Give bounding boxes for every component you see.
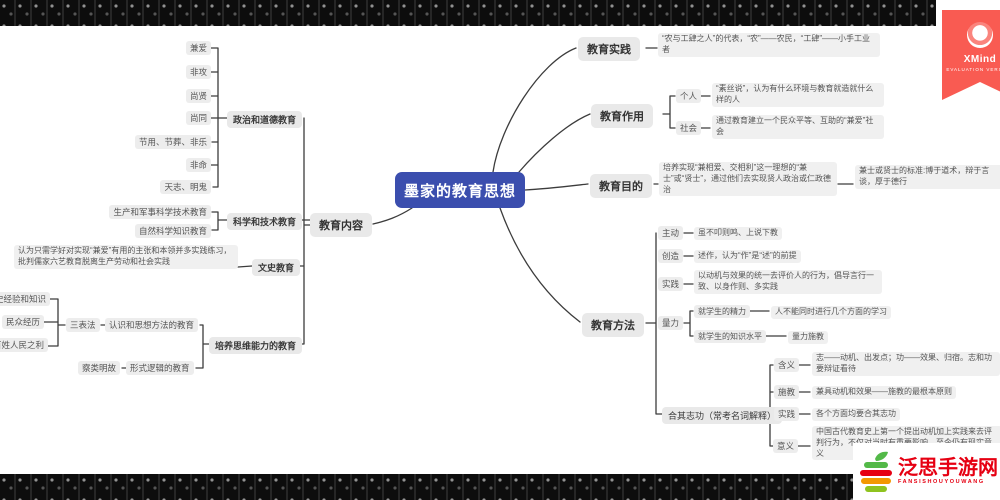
leaf-teach-desc[interactable]: 兼具动机和效果——施教的最根本原则 bbox=[812, 386, 956, 399]
label-create[interactable]: 创造 bbox=[658, 249, 684, 263]
leaf-meaning-desc[interactable]: 志——动机、出发点；功——效果、归宿。志和功要辩证看待 bbox=[812, 352, 1000, 376]
site-watermark: 泛思手游网 FANSISHOUYOUWANG bbox=[853, 443, 1000, 500]
leaf-people-experience[interactable]: 民众经历 bbox=[1, 315, 44, 329]
xmind-logo-icon bbox=[967, 22, 993, 48]
label-personal[interactable]: 个人 bbox=[676, 89, 702, 103]
leaf-student-energy-desc[interactable]: 人不能同时进行几个方面的学习 bbox=[771, 306, 891, 319]
label-student-knowledge[interactable]: 就学生的知识水平 bbox=[694, 330, 766, 343]
branch-education-content[interactable]: 教育内容 bbox=[310, 213, 372, 237]
label-hzg-practice[interactable]: 实践 bbox=[774, 407, 800, 421]
leaf-shangtong[interactable]: 尚同 bbox=[185, 111, 211, 125]
leaf-active-desc[interactable]: 虽不叩则鸣、上说下教 bbox=[694, 227, 782, 240]
label-meaning[interactable]: 含义 bbox=[774, 358, 800, 372]
subtopic-literature-history-education[interactable]: 文史教育 bbox=[252, 259, 301, 276]
site-logo-icon bbox=[860, 451, 892, 492]
leaf-tianzhi[interactable]: 天志、明鬼 bbox=[160, 180, 211, 194]
label-method-practice[interactable]: 实践 bbox=[658, 277, 684, 291]
leaf-create-desc[interactable]: 述作，认为“作”是“述”的前提 bbox=[694, 250, 801, 263]
leaf-social-desc[interactable]: 通过教育建立一个民众平等、互助的“兼爱”社会 bbox=[712, 115, 884, 139]
leaf-practice-desc[interactable]: “农与工肆之人”的代表，“农”——农民，“工肆”——小手工业者 bbox=[658, 33, 880, 57]
label-student-energy[interactable]: 就学生的精力 bbox=[694, 305, 750, 318]
xmind-badge-name: XMind bbox=[963, 54, 997, 65]
leaf-history-experience[interactable]: 历史经验和知识 bbox=[0, 292, 50, 306]
subtopic-thinking-ability-education[interactable]: 培养思维能力的教育 bbox=[209, 337, 303, 354]
node-sanbiaofa[interactable]: 三表法 bbox=[66, 318, 100, 332]
subtopic-formal-logic-education[interactable]: 形式逻辑的教育 bbox=[126, 361, 194, 375]
subtopic-science-tech-education[interactable]: 科学和技术教育 bbox=[227, 213, 303, 230]
leaf-feigong[interactable]: 非攻 bbox=[185, 65, 211, 79]
leaf-military-science[interactable]: 生产和军事科学技术教育 bbox=[109, 205, 211, 219]
branch-education-practice[interactable]: 教育实践 bbox=[578, 37, 640, 61]
leaf-liberal-desc[interactable]: 认为只需学好对实现“兼爱”有用的主张和本领并多实践练习，批判儒家六艺教育脱离生产… bbox=[14, 245, 238, 269]
branch-education-function[interactable]: 教育作用 bbox=[591, 104, 653, 128]
branch-education-purpose[interactable]: 教育目的 bbox=[590, 174, 652, 198]
leaf-jianai[interactable]: 兼爱 bbox=[185, 41, 211, 55]
label-active[interactable]: 主动 bbox=[658, 226, 684, 240]
leaf-scholar-standard[interactable]: 兼士或贤士的标准:博于道术，辩于言谈，厚于德行 bbox=[855, 165, 1000, 189]
label-significance[interactable]: 意义 bbox=[773, 439, 799, 453]
label-teach[interactable]: 施教 bbox=[774, 385, 800, 399]
subtopic-cognition-method-education[interactable]: 认识和思想方法的教育 bbox=[105, 318, 199, 332]
leaf-feiming[interactable]: 非命 bbox=[185, 158, 211, 172]
xmind-trial-badge: XMind Evaluation Version bbox=[942, 10, 1000, 100]
top-decorative-border bbox=[0, 0, 936, 26]
leaf-student-knowledge-desc[interactable]: 量力施教 bbox=[788, 331, 828, 344]
subtopic-hezhigong[interactable]: 合其志功（常考名词解释） bbox=[662, 407, 783, 424]
leaf-jieyong[interactable]: 节用、节葬、非乐 bbox=[134, 135, 211, 149]
bottom-decorative-border bbox=[0, 474, 853, 500]
leaf-purpose-desc[interactable]: 培养实现“兼相爱、交相利”这一理想的“兼士”或“贤士”，通过他们去实现贤人政治或… bbox=[659, 162, 837, 197]
site-watermark-sub: FANSISHOUYOUWANG bbox=[898, 478, 985, 485]
site-watermark-name: 泛思手游网 bbox=[898, 456, 998, 479]
node-chalei-minggu[interactable]: 察类明故 bbox=[78, 361, 121, 375]
branch-education-method[interactable]: 教育方法 bbox=[582, 313, 644, 337]
leaf-method-practice-desc[interactable]: 以动机与效果的统一去评价人的行为，倡导言行一致、以身作则、多实践 bbox=[694, 270, 882, 294]
label-capacity[interactable]: 量力 bbox=[658, 316, 684, 330]
leaf-hzg-practice-desc[interactable]: 各个方面均要合其志功 bbox=[812, 408, 900, 421]
central-topic[interactable]: 墨家的教育思想 bbox=[395, 172, 525, 208]
leaf-personal-desc[interactable]: “素丝说”，认为有什么环境与教育就造就什么样的人 bbox=[712, 83, 884, 107]
subtopic-political-moral-education[interactable]: 政治和道德教育 bbox=[227, 111, 303, 128]
xmind-badge-tier: Evaluation Version bbox=[946, 67, 1000, 72]
label-social[interactable]: 社会 bbox=[676, 121, 702, 135]
leaf-state-benefit[interactable]: 国家百姓人民之利 bbox=[0, 338, 48, 352]
leaf-shangxian[interactable]: 尚贤 bbox=[185, 89, 211, 103]
leaf-natural-science[interactable]: 自然科学知识教育 bbox=[134, 224, 211, 238]
